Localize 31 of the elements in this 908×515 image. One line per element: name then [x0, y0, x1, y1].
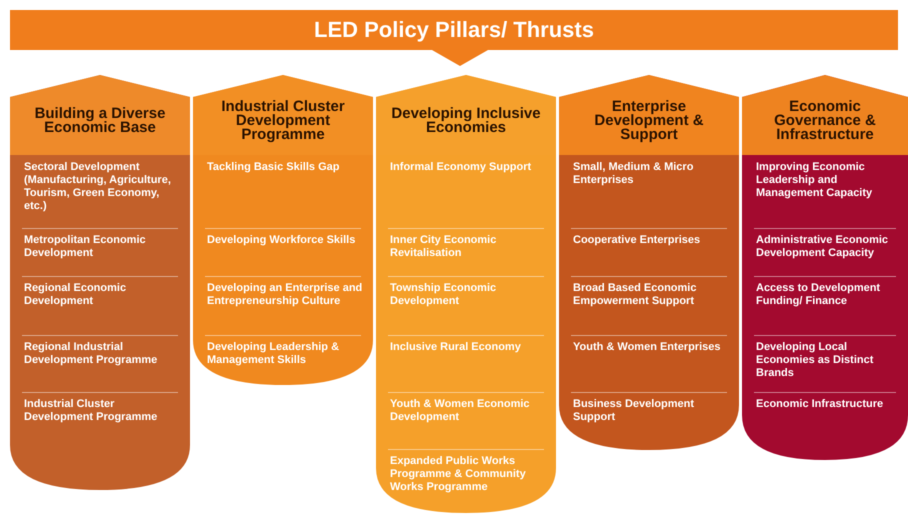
thrust-text: Developing an Enterprise and Entrepreneurship Culture	[207, 282, 364, 308]
thrust-text: Inner City Economic Revitalisation	[390, 234, 498, 260]
thrust-text: Inclusive Rural Economy	[390, 341, 522, 354]
banner-title: LED Policy Pillars/ Thrusts	[313, 18, 595, 42]
thrust-text: Improving Economic Leadership and Management Capacity	[756, 161, 874, 200]
thrust-text: Industrial Cluster Development Programme	[24, 398, 158, 424]
thrust-text: Regional Economic Development	[24, 282, 128, 308]
thrust-text: Administrative Economic Development Capacity	[756, 234, 890, 260]
thrust-text: Tackling Basic Skills Gap	[207, 161, 340, 174]
thrust-text: Small, Medium & Micro Enterprises	[573, 161, 694, 187]
thrust-text: Developing Workforce Skills	[207, 234, 356, 247]
thrust-text: Developing Local Economies as Distinct Brands	[756, 341, 874, 380]
thrust-text: Economic Infrastructure	[756, 398, 884, 411]
thrust-text: Regional Industrial Development Programme	[24, 341, 158, 367]
pillar-heading: Building a Diverse Economic Base	[34, 107, 166, 135]
thrust-text: Metropolitan Economic Development	[24, 234, 147, 260]
thrust-text: Township Economic Development	[390, 282, 498, 308]
thrust-text: Youth & Women Economic Development	[390, 398, 531, 424]
thrust-text: Broad Based Economic Empowerment Support	[573, 282, 698, 308]
pillar-heading: Developing Inclusive Economies	[390, 107, 542, 135]
thrust-text: Youth & Women Enterprises	[573, 341, 722, 354]
pillar-heading: Economic Governance & Infrastructure	[773, 100, 877, 142]
thrust-text: Informal Economy Support	[390, 161, 532, 174]
pillar-heading: Enterprise Development & Support	[593, 100, 705, 142]
thrust-text: Sectoral Development (Manufacturing, Agriculture, Tourism, Green Economy, etc.)	[24, 161, 172, 213]
pillar-heading: Industrial Cluster Development Programme	[220, 100, 346, 142]
thrust-text: Developing Leadership & Management Skills	[207, 341, 340, 367]
thrust-text: Business Development Support	[573, 398, 696, 424]
thrust-text: Access to Development Funding/ Finance	[756, 282, 882, 308]
thrust-text: Expanded Public Works Programme & Community Works Programme	[390, 455, 527, 494]
thrust-text: Cooperative Enterprises	[573, 234, 702, 247]
